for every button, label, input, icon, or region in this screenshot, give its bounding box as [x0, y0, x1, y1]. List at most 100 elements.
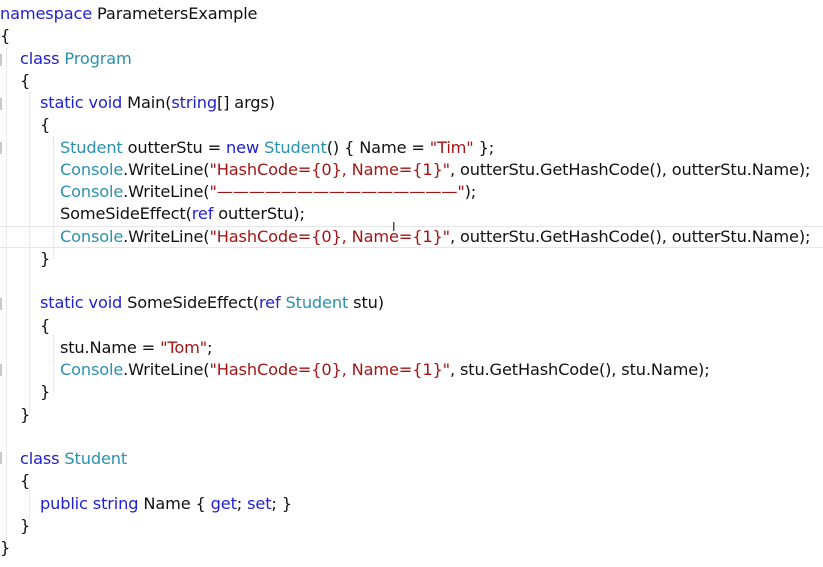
code-token: stu)	[348, 293, 384, 313]
code-token: {	[0, 26, 11, 46]
code-token: class	[19, 48, 60, 68]
code-token: Student	[285, 293, 349, 313]
code-token	[0, 138, 60, 157]
code-token	[0, 360, 60, 379]
code-token: void	[88, 293, 123, 313]
code-token: Student	[264, 137, 327, 157]
code-token: string	[171, 93, 217, 112]
code-token: Console	[59, 182, 124, 201]
code-line[interactable]: Student outterStu = new Student() { Name…	[0, 137, 823, 159]
code-token: {	[0, 70, 31, 90]
code-line[interactable]: Console.WriteLine("HashCode={0}, Name={1…	[0, 225, 823, 248]
code-token: Console	[59, 360, 124, 379]
code-line[interactable]: }	[0, 248, 823, 270]
indent-guide	[6, 48, 7, 544]
code-token: public	[39, 493, 88, 513]
text-cursor-icon: I	[392, 220, 396, 234]
code-line[interactable]	[0, 426, 823, 448]
code-token: {	[0, 115, 51, 135]
code-line[interactable]: class Program	[0, 48, 823, 70]
code-token: "HashCode={0}, Name={1}"	[209, 159, 450, 179]
code-line[interactable]: }	[0, 515, 823, 537]
code-token: }	[0, 382, 51, 402]
code-line[interactable]: namespace ParametersExample	[0, 3, 823, 25]
code-token: };	[473, 137, 495, 157]
code-token: .WriteLine(	[123, 159, 210, 179]
code-token: () { Name =	[326, 137, 430, 157]
code-token: namespace	[0, 4, 93, 23]
code-token: ParametersExample	[92, 4, 258, 23]
code-token: .WriteLine(	[123, 226, 210, 246]
code-line[interactable]: }	[0, 404, 823, 426]
code-line[interactable]: {	[0, 470, 823, 492]
code-token: "———————————————"	[209, 182, 465, 201]
code-token: static	[39, 93, 84, 112]
code-line[interactable]: {	[0, 70, 823, 92]
code-token: new	[226, 137, 260, 157]
margin-marker	[0, 54, 2, 66]
margin-marker	[0, 298, 2, 310]
code-token: Program	[64, 48, 132, 68]
code-token: [] args)	[216, 93, 275, 112]
code-token: static	[39, 293, 84, 313]
code-token: Main(	[122, 93, 172, 112]
code-line[interactable]: stu.Name = "Tom";	[0, 337, 823, 359]
code-token: , stu.GetHashCode(), stu.Name);	[449, 360, 710, 379]
indent-guide	[53, 335, 54, 391]
code-line[interactable]: {	[0, 315, 823, 337]
code-line[interactable]: Console.WriteLine("———————————————");	[0, 181, 823, 203]
code-line[interactable]: Console.WriteLine("HashCode={0}, Name={1…	[0, 359, 823, 381]
code-token: ref	[258, 293, 281, 313]
code-token: ;	[236, 493, 248, 513]
code-token: );	[464, 182, 477, 201]
code-line[interactable]: {	[0, 114, 823, 136]
code-token: "Tim"	[429, 137, 474, 157]
indent-guide	[29, 92, 30, 412]
code-token: {	[0, 315, 51, 335]
code-token	[0, 494, 40, 513]
code-line[interactable]: }	[0, 537, 823, 559]
code-token: Console	[59, 226, 124, 246]
code-line[interactable]: }	[0, 381, 823, 403]
code-token: ;	[207, 337, 213, 357]
code-token: "HashCode={0}, Name={1}"	[209, 360, 450, 379]
code-line[interactable]: Console.WriteLine("HashCode={0}, Name={1…	[0, 159, 823, 181]
code-token: }	[0, 515, 31, 535]
code-token: }	[0, 538, 11, 557]
code-token: outterStu =	[122, 137, 227, 157]
code-token: SomeSideEffect(	[122, 293, 259, 313]
code-line[interactable]: static void Main(string[] args)	[0, 92, 823, 114]
code-token: Name {	[138, 493, 211, 513]
indent-guide	[53, 136, 54, 258]
code-line[interactable]: static void SomeSideEffect(ref Student s…	[0, 292, 823, 314]
code-token: .WriteLine(	[123, 182, 210, 201]
code-token: "Tom"	[160, 337, 208, 357]
code-token	[0, 160, 60, 179]
code-token: set	[247, 493, 272, 513]
code-token	[0, 227, 60, 246]
code-token: ; }	[271, 493, 292, 513]
code-token	[0, 293, 40, 312]
margin-marker	[0, 452, 2, 464]
code-line[interactable]: class Student	[0, 448, 823, 470]
code-token: get	[210, 493, 237, 513]
code-token: void	[88, 93, 123, 112]
code-line[interactable]: SomeSideEffect(ref outterStu);	[0, 203, 823, 225]
margin-marker	[0, 98, 2, 110]
code-token: outterStu);	[213, 204, 305, 224]
margin-marker	[0, 142, 2, 154]
code-token	[0, 49, 20, 68]
code-line[interactable]: {	[0, 25, 823, 47]
code-token: Student	[59, 137, 123, 157]
code-token: }	[0, 404, 31, 424]
margin-marker	[0, 364, 2, 376]
code-token: Console	[59, 159, 124, 179]
code-token: ref	[191, 204, 214, 224]
code-token: class	[19, 449, 60, 468]
code-line[interactable]: public string Name { get; set; }	[0, 493, 823, 515]
code-token: SomeSideEffect(	[0, 204, 192, 224]
code-token: {	[0, 471, 31, 491]
code-token: "HashCode={0}, Name={1}"	[209, 226, 450, 246]
code-line[interactable]	[0, 270, 823, 292]
